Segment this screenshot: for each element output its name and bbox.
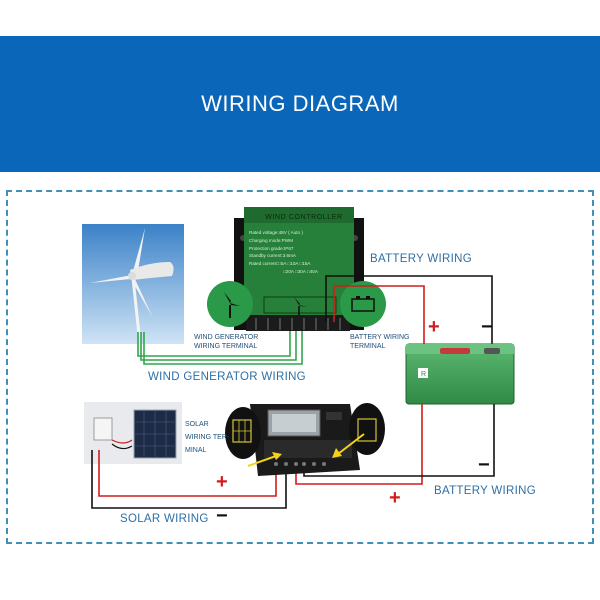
battery-wiring-label-top: BATTERY WIRING xyxy=(370,253,472,265)
battery-terminal-icon xyxy=(340,281,386,327)
label-line: WIRING TERMINAL xyxy=(194,343,258,350)
label-line: TERMINAL xyxy=(350,343,386,350)
header-banner: WIRING DIAGRAM xyxy=(0,36,600,172)
battery-terminal-label: BATTERY WIRING TERMINAL xyxy=(350,333,420,351)
solar-wires xyxy=(91,450,287,509)
solar-terminal-label: SOLAR WIRING TER- MINAL xyxy=(185,418,235,457)
battery-terminal-icon-solar xyxy=(349,403,385,455)
wind-generator-wiring-label: WIND GENERATOR WIRING xyxy=(148,371,306,383)
battery-wires-top xyxy=(325,275,493,346)
controller-spec-line: Charging mode:PWM xyxy=(249,237,293,243)
wind-generator-wires xyxy=(137,322,303,365)
positive-marker: + xyxy=(428,316,440,338)
controller-spec-line: Standby current:3.6mA xyxy=(249,253,296,259)
negative-marker: − xyxy=(216,505,228,527)
negative-marker: − xyxy=(478,454,490,476)
battery-wiring-label-bottom: BATTERY WIRING xyxy=(434,485,536,497)
solar-terminal-icon xyxy=(225,407,261,459)
controller-specs: Rated voltage:48V ( Auto ) Charging mode… xyxy=(249,229,359,276)
page-title: WIRING DIAGRAM xyxy=(201,91,399,116)
wind-terminal-label: WIND GENERATOR WIRING TERMINAL xyxy=(194,333,274,351)
turbine-symbol-icon xyxy=(293,297,307,316)
svg-text:R: R xyxy=(421,371,426,378)
diagram-frame xyxy=(6,190,594,544)
solar-panel-image xyxy=(84,402,182,464)
solar-charge-controller xyxy=(250,404,360,476)
label-line: MINAL xyxy=(185,447,207,454)
controller-title: WIND CONTROLLER xyxy=(265,214,343,221)
wind-terminal-icon xyxy=(207,281,253,327)
controller-spec-line: Rated voltage:48V ( Auto ) xyxy=(249,230,303,235)
negative-marker: − xyxy=(481,316,493,338)
positive-marker: + xyxy=(216,471,228,493)
wind-turbine-image xyxy=(82,224,184,345)
controller-spec-line: Protection grade:IP67 xyxy=(249,245,294,251)
controller-spec-line: □20A □30A □40A xyxy=(283,268,318,274)
solar-wiring-label: SOLAR WIRING xyxy=(120,513,209,525)
label-line: WIRING TER- xyxy=(185,434,230,441)
positive-marker: + xyxy=(389,487,401,509)
label-line: WIND GENERATOR xyxy=(194,334,259,341)
battery-image: R xyxy=(405,343,515,405)
controller-spec-line: Rated current:□5A □10A □15A xyxy=(249,261,311,267)
label-line: BATTERY WIRING xyxy=(350,334,410,341)
arrow-icon xyxy=(247,433,365,467)
label-line: SOLAR xyxy=(185,421,209,428)
